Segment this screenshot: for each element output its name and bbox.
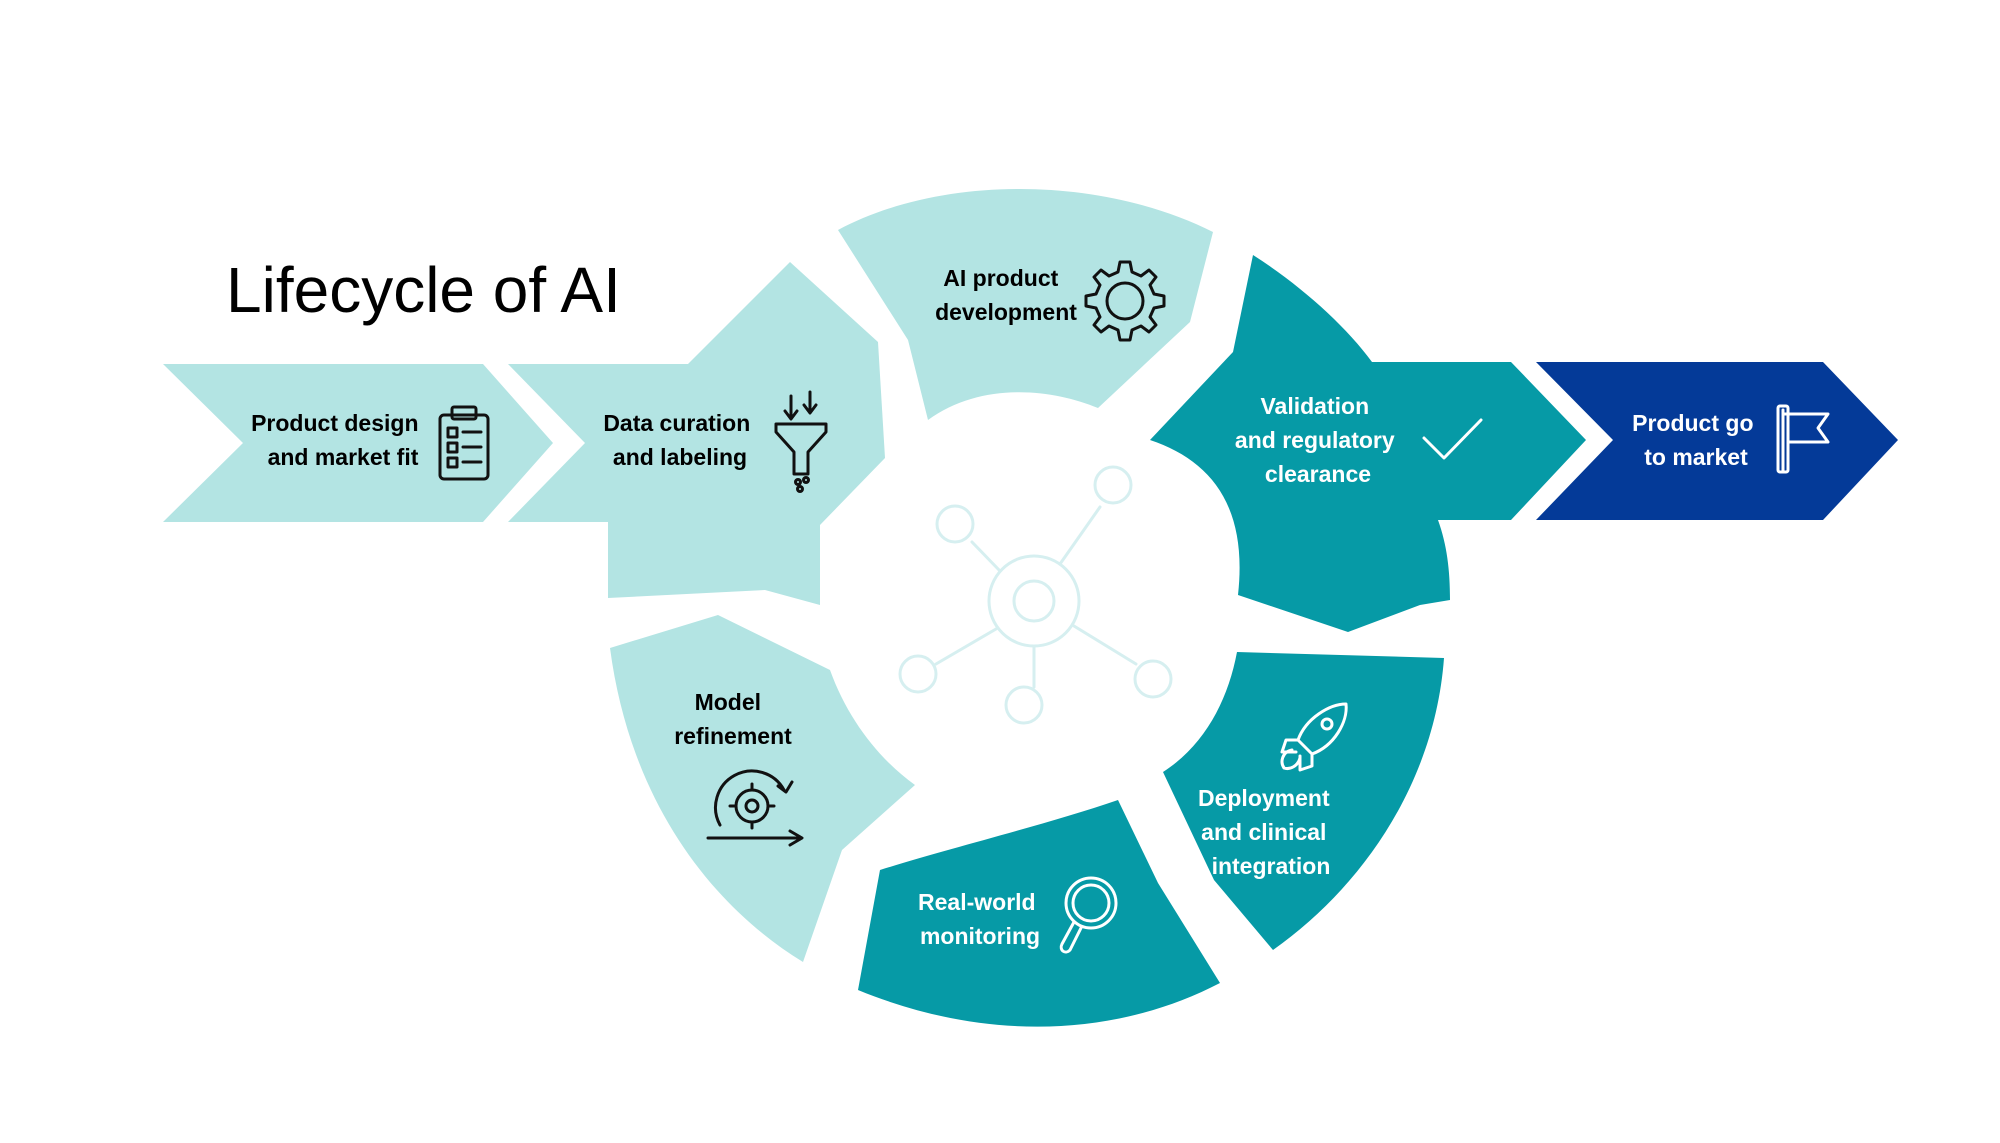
network-hub-icon [898,465,1173,725]
stage-deployment-line2: and clinical [1201,819,1326,845]
gear-cycle-icon [706,769,804,847]
svg-text:Product go to market: Product go to market [1632,410,1760,470]
stage-ai-development: AI product development [838,188,1213,420]
stage-go-to-market-line2: to market [1644,444,1748,470]
stage-ai-development-shape [838,188,1213,420]
stage-go-to-market-line1: Product go [1632,410,1753,436]
stage-validation-shape [1150,255,1586,632]
clipboard-checklist-icon [438,405,490,481]
stage-data-curation-line1: Data curation [603,410,750,436]
stage-validation-line3: clearance [1265,461,1371,487]
stage-product-design-line1: Product design [251,410,418,436]
stage-refinement-line2: refinement [674,723,792,749]
checkmark-icon [1422,418,1483,460]
svg-text:Product design and marke: Product design and market fit [251,410,425,470]
svg-text:Deployment and clinical: Deployment and clinical integration [1198,785,1336,879]
svg-text:Data curation and labeli: Data curation and labeling [603,410,756,470]
stage-deployment-line1: Deployment [1198,785,1330,811]
stage-ai-development-line1: AI product [943,265,1058,291]
stage-product-design-shape [163,364,553,522]
page-title: Lifecycle of AI [226,254,621,326]
stage-data-curation-line2: and labeling [613,444,747,470]
rocket-icon [1280,702,1348,772]
stage-data-curation-shape [508,262,885,605]
stage-deployment: Deployment and clinical integration [1163,652,1444,950]
stage-go-to-market-shape [1536,362,1898,520]
stage-product-design-line2: and market fit [268,444,419,470]
stage-monitoring: Real-world monitoring [858,800,1220,1027]
svg-text:Model refinement: Model refinement [674,689,792,749]
stage-monitoring-line1: Real-world [918,889,1036,915]
stage-product-design: Product design and market fit [163,364,553,522]
svg-text:Validation and regulator: Validation and regulatory clearance [1235,393,1401,487]
stage-refinement: Model refinement [610,615,915,962]
gear-icon [1084,260,1166,342]
stage-deployment-line3: integration [1212,853,1331,879]
stage-validation: Validation and regulatory clearance [1150,255,1586,632]
stage-monitoring-shape [858,800,1220,1027]
stage-go-to-market: Product go to market [1536,362,1898,520]
stage-refinement-line1: Model [695,689,761,715]
flag-icon [1776,404,1830,474]
stage-validation-line2: and regulatory [1235,427,1395,453]
stage-refinement-shape [610,615,915,962]
stage-deployment-shape [1163,652,1444,950]
svg-text:AI product development: AI product development [935,265,1077,325]
svg-text:Real-world monitoring: Real-world monitoring [918,889,1042,949]
magnifier-icon [1059,876,1118,954]
stage-data-curation: Data curation and labeling [508,262,885,605]
funnel-icon [774,390,828,493]
stage-ai-development-line2: development [935,299,1077,325]
stage-monitoring-line2: monitoring [920,923,1040,949]
stage-validation-line1: Validation [1260,393,1369,419]
